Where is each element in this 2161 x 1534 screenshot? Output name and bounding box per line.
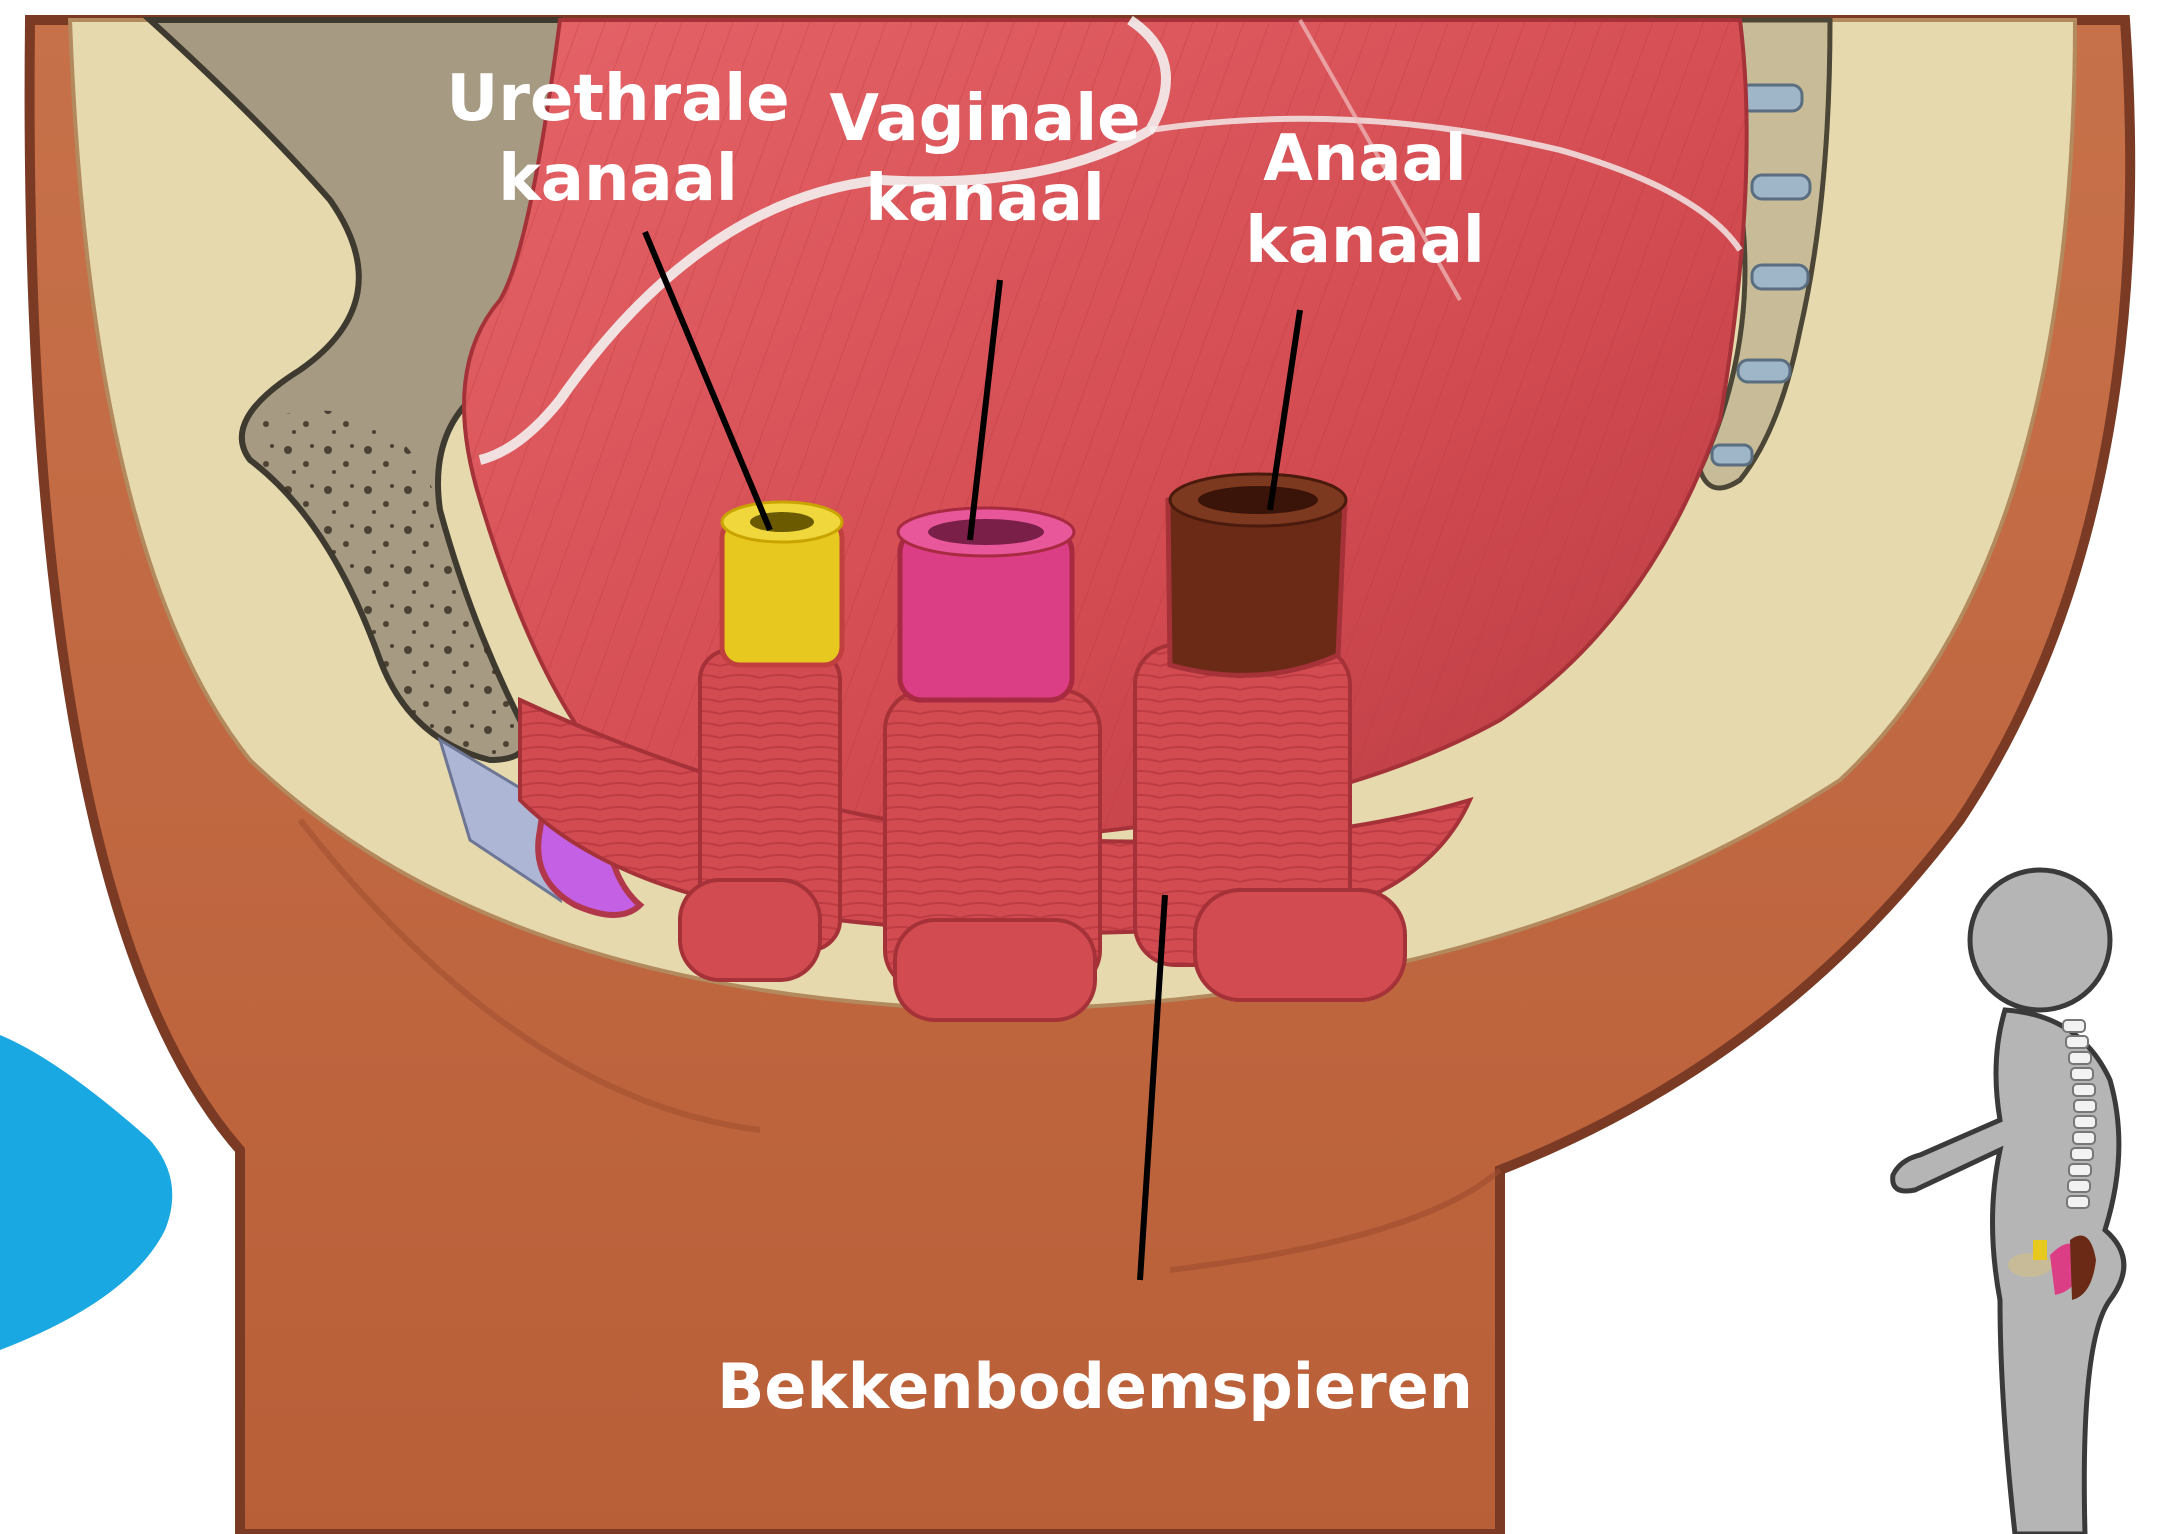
urethral-label-line2: kanaal [498,142,738,216]
urethral-label-line1: Urethrale [446,62,789,136]
anal-label-line2: kanaal [1245,204,1485,278]
vaginal-canal [885,508,1100,1020]
anal-label-line1: Anaal [1263,122,1466,196]
vaginal-label-line2: kanaal [865,162,1105,236]
pelvic-floor-label: Bekkenbodemspieren [717,1350,1473,1423]
blue-blob-icon [0,1035,172,1350]
standing-person-icon [1893,870,2124,1534]
vaginal-label-line1: Vaginale [829,82,1140,156]
